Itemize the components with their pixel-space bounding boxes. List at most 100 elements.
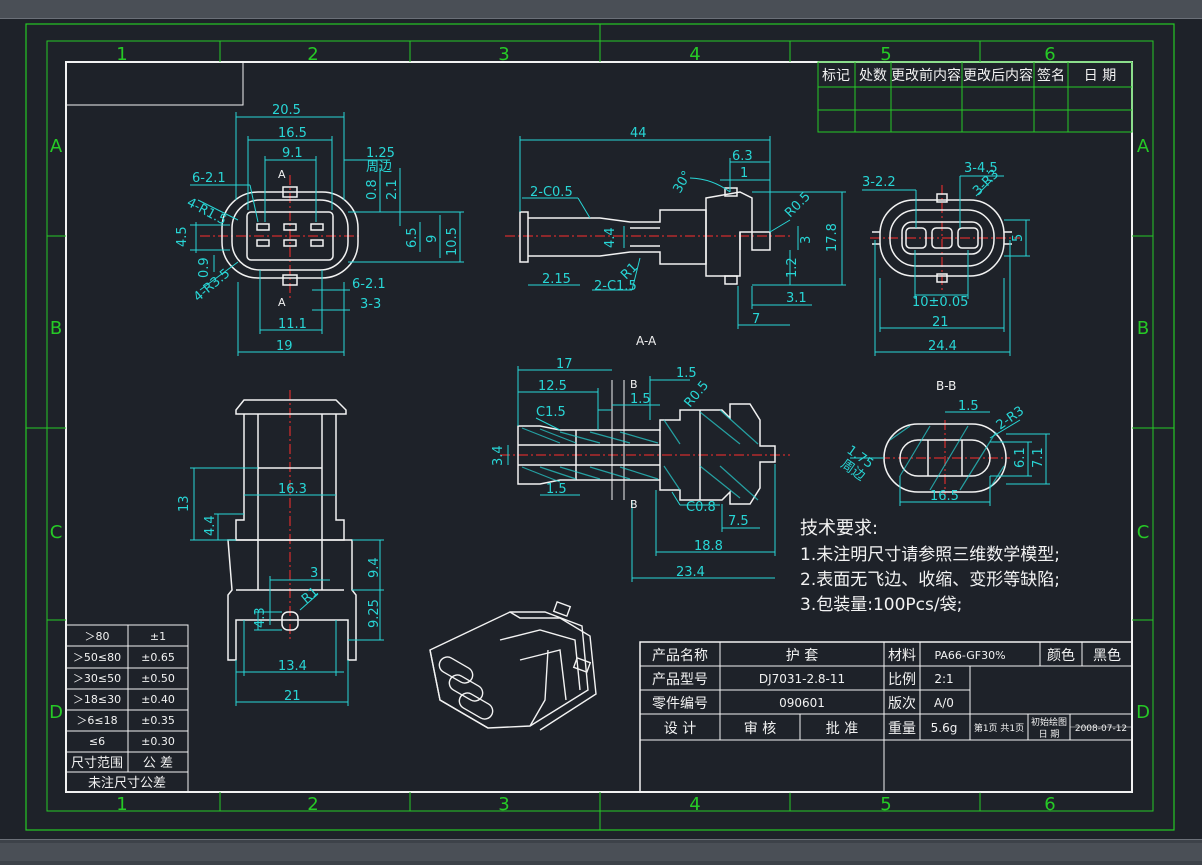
dim-front-6-5: 6.5 [405,227,420,248]
dim-end-24-4: 24.4 [928,339,957,354]
dim-aa-c1-5: C1.5 [536,405,566,420]
rev-col-before: 更改前内容 [891,67,961,84]
section-mark-b-bottom: B [630,498,638,511]
row-label-b: B [50,318,62,339]
dim-aa-1-5c: 1.5 [546,482,567,497]
tech-req-item-1: 1.未注明尺寸请参照三维数学模型; [800,545,1060,565]
frame-labels: 1 2 3 4 5 6 1 2 3 4 5 6 A B C D A B C D [49,44,1150,815]
tb-version-label: 版次 [888,696,916,712]
col-label-3: 3 [498,44,509,65]
end-view[interactable]: 3-2.2 3-4.5 3-R3 5 10±0.05 21 24.4 [862,161,1030,356]
dim-bb-16-5: 16.5 [930,489,959,504]
section-bb-view[interactable]: B-B 1.5 2-R3 1.75 周边 6.1 [838,379,1050,506]
tb-product-name: 护 套 [786,648,818,664]
dim-bottom-4-3: 4.3 [253,607,268,628]
row-label-a: A [50,136,63,157]
dim-side-6-3: 6.3 [732,149,753,164]
dim-side-2-c1-5: 2-C1.5 [594,279,637,294]
tol-head-tol: 公 差 [143,756,173,771]
dim-aa-c0-8: C0.8 [686,500,716,515]
dim-bottom-21: 21 [284,689,301,704]
dim-side-3-1: 3.1 [786,291,807,306]
dim-aa-r0-5: R0.5 [682,378,713,410]
dim-front-9-1: 9.1 [282,146,303,161]
dim-side-2-c0-5: 2-C0.5 [530,185,573,200]
dim-aa-1-5a: 1.5 [676,366,697,381]
dim-front-0-9: 0.9 [197,257,212,278]
tol-range-6: ≤6 [89,735,105,748]
dim-aa-18-8: 18.8 [694,539,723,554]
dim-front-6-2-1: 6-2.1 [192,171,226,186]
dim-end-3-4-5: 3-4.5 [964,161,998,176]
dim-end-21: 21 [932,315,949,330]
row-label-d: D [49,702,63,723]
tol-footer: 未注尺寸公差 [88,776,166,791]
col-label-1-bottom: 1 [116,794,127,815]
tb-material: PA66-GF30% [934,649,1005,662]
section-mark-a-bottom: A [278,296,286,309]
title-block: 产品名称 护 套 材料 PA66-GF30% 颜色 黑色 产品型号 DJ7031… [639,641,1133,793]
dim-bottom-r: R1 [299,584,322,607]
tech-req-item-3: 3.包装量:100Pcs/袋; [800,595,962,615]
col-label-4-bottom: 4 [689,794,700,815]
tb-weight-label: 重量 [888,721,916,737]
col-label-4: 4 [689,44,700,65]
tb-color-label: 颜色 [1047,647,1075,664]
dim-aa-12-5: 12.5 [538,379,567,394]
dim-side-1: 1 [740,166,748,181]
tol-range-5: ＞6≤18 [76,714,117,727]
tb-first-draw: 初始绘图 [1031,716,1067,728]
dim-side-17-8: 17.8 [825,223,840,252]
tech-req-item-2: 2.表面无飞边、收缩、变形等缺陷; [800,570,1060,590]
drawing-canvas[interactable]: 1 2 3 4 5 6 1 2 3 4 5 6 A B C D A B C D … [0,18,1202,838]
tol-head-range: 尺寸范围 [71,756,123,771]
tol-value-2: ±0.65 [141,651,175,664]
bottom-view[interactable]: 16.3 13 4.4 3 9.4 R1 4.3 9.25 13.4 21 [177,390,384,706]
rev-col-count: 处数 [859,68,887,84]
tb-product-name-label: 产品名称 [652,648,708,664]
dim-side-30deg: 30° [670,169,695,196]
tb-review-label: 审 核 [744,721,776,737]
tb-part-no: 090601 [779,696,825,710]
dim-bottom-13: 13 [177,495,192,512]
dim-front-9: 9 [425,235,440,243]
rev-col-sign: 签名 [1037,67,1065,84]
tb-version: A/0 [934,696,954,710]
tb-approve-label: 批 准 [826,721,858,737]
dim-end-3-2-2: 3-2.2 [862,175,896,190]
isometric-view[interactable] [429,601,597,731]
dim-aa-23-4: 23.4 [676,565,705,580]
section-aa-title: A-A [636,334,657,348]
dim-front-16-5: 16.5 [278,126,307,141]
col-label-2: 2 [307,44,318,65]
tol-value-6: ±0.30 [141,735,175,748]
tb-model-label: 产品型号 [652,672,708,688]
dim-front-3-3: 3-3 [360,297,381,312]
row-label-a-right: A [1137,136,1150,157]
col-label-5: 5 [880,44,891,65]
dim-front-4-r1-5: 4-R1.5 [184,195,229,228]
tb-model: DJ7031-2.8-11 [759,672,845,686]
rev-col-date: 日 期 [1084,68,1116,84]
dim-bottom-3: 3 [310,566,318,581]
tb-date: 2008-07-12 [1075,724,1127,734]
front-view[interactable]: 20.5 16.5 9.1 1.25 周边 6-2.1 4-R1.5 4.5 0… [175,103,464,356]
dim-front-4-5: 4.5 [175,226,190,247]
dim-front-perimeter: 周边 [366,160,392,175]
dim-bottom-13-4: 13.4 [278,659,307,674]
section-aa-view[interactable]: A-A [491,334,790,582]
dim-bottom-4-4: 4.4 [203,515,218,536]
tb-date-label: 日 期 [1039,729,1060,740]
side-view[interactable]: 44 6.3 1 30° 2-C0.5 4.4 R0.5 3 17.8 1.2 … [505,126,846,329]
col-label-6: 6 [1044,44,1055,65]
dim-bottom-9-4: 9.4 [367,557,382,578]
dim-front-19: 19 [276,339,293,354]
dim-aa-17: 17 [556,357,573,372]
col-label-5-bottom: 5 [880,794,891,815]
dim-front-6-2-1b: 6-2.1 [352,277,386,292]
dim-bottom-9-25: 9.25 [367,599,382,628]
dim-side-44: 44 [630,126,647,141]
tb-scale: 2:1 [934,672,953,686]
dim-front-2-1: 2.1 [385,179,400,200]
tb-part-no-label: 零件编号 [652,696,708,712]
